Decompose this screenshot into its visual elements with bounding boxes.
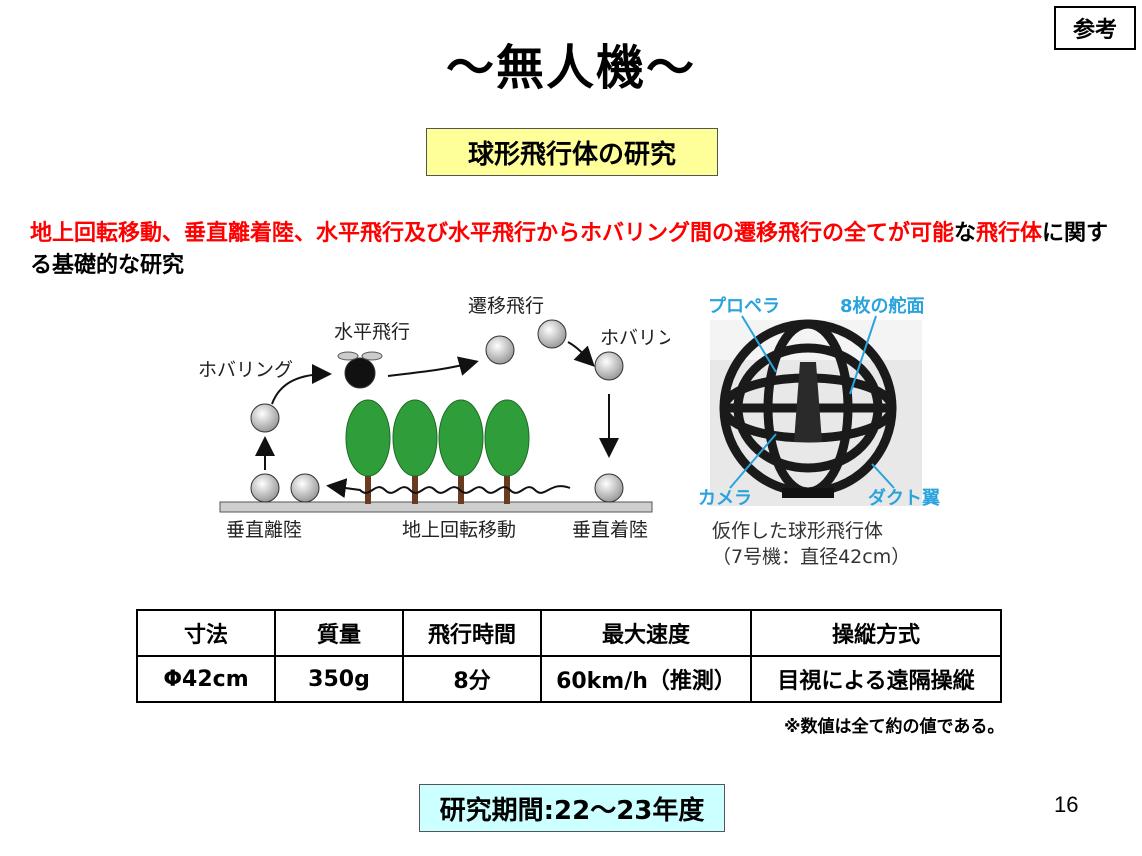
value-mass: 350g [275,656,403,702]
value-flight-time: 8分 [403,656,541,702]
header-control-method: 操縦方式 [751,610,1001,656]
header-max-speed: 最大速度 [541,610,751,656]
value-size: Φ42cm [137,656,275,702]
header-mass: 質量 [275,610,403,656]
label-camera: カメラ [698,488,752,509]
label-horizontal: 水平飛行 [334,321,410,343]
vehicle-photo: プロペラ 8枚の舵面 カメラ ダクト翼 [690,292,950,514]
label-hover-left: ホバリング [198,359,293,381]
page-number: 16 [1054,792,1078,818]
value-max-speed: 60km/h（推測） [541,656,751,702]
label-control-surface: 8枚の舵面 [840,295,925,317]
label-vertical-takeoff: 垂直離陸 [226,519,302,541]
horizontal-arrow [388,362,475,376]
description-red-2: 飛行体 [976,221,1042,246]
spec-table: 寸法 質量 飛行時間 最大速度 操縦方式 Φ42cm 350g 8分 60km/… [136,609,1002,703]
header-flight-time: 飛行時間 [403,610,541,656]
section-subtitle: 球形飛行体の研究 [426,128,718,176]
ground-strip [220,502,652,512]
table-note: ※数値は全て約の値である。 [784,712,1004,737]
transition-arrow [568,342,592,364]
spec-header-row: 寸法 質量 飛行時間 最大速度 操縦方式 [137,610,1001,656]
description-black-1: な [954,221,976,246]
page-title: ～無人機～ [0,28,1142,98]
label-transition: 遷移飛行 [468,295,544,317]
spec-value-row: Φ42cm 350g 8分 60km/h（推測） 目視による遠隔操縦 [137,656,1001,702]
flight-mode-diagram: ホバリング 水平飛行 遷移飛行 ホバリング 垂直離陸 地上回転移動 垂直着陸 [190,290,670,552]
label-hover-right: ホバリング [600,327,670,349]
value-control-method: 目視による遠隔操縦 [751,656,1001,702]
photo-caption: 仮作した球形飛行体 （7号機：直径42cm） [712,518,910,570]
research-period: 研究期間:22～23年度 [419,784,725,832]
label-propeller: プロペラ [708,295,780,317]
sphere-vehicles [251,320,623,502]
description-red-1: 地上回転移動、垂直離着陸、水平飛行及び水平飛行からホバリング間の遷移飛行の全てが… [30,221,954,246]
label-ground-roll: 地上回転移動 [402,519,516,541]
photo-caption-line1: 仮作した球形飛行体 [712,518,910,544]
label-vertical-landing: 垂直着陸 [572,519,648,541]
header-size: 寸法 [137,610,275,656]
label-duct-wing: ダクト翼 [868,487,940,509]
description: 地上回転移動、垂直離着陸、水平飛行及び水平飛行からホバリング間の遷移飛行の全てが… [30,218,1120,282]
photo-caption-line2: （7号機：直径42cm） [712,544,910,570]
